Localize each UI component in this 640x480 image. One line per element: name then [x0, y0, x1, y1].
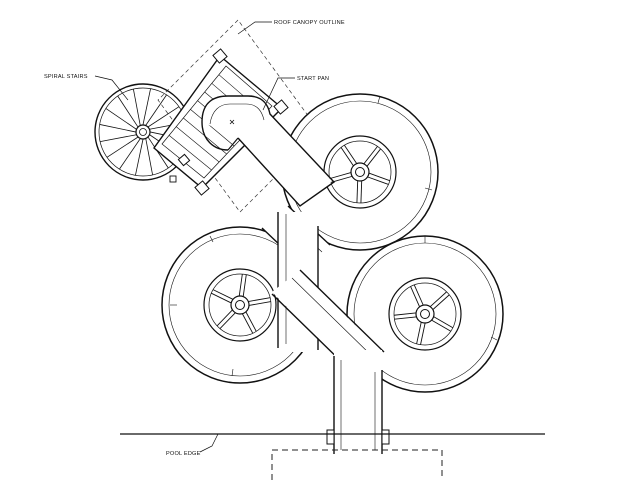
hub-spoke — [248, 301, 271, 307]
hub-spoke — [242, 274, 247, 298]
hub-spoke — [410, 286, 421, 308]
hub-core — [420, 309, 430, 319]
hub-spoke — [366, 148, 382, 168]
deck-board — [176, 126, 220, 163]
post-square — [177, 153, 191, 167]
hub-spoke — [431, 294, 450, 311]
stair-tread — [119, 138, 141, 170]
hub-spoke — [238, 273, 243, 297]
post-square — [194, 180, 210, 196]
stair-tread — [145, 94, 167, 126]
spiral-stairs — [94, 83, 192, 181]
post-square — [212, 48, 228, 64]
hub-spoke — [393, 312, 417, 316]
hub-spoke — [245, 310, 257, 332]
hub-spoke — [356, 179, 359, 203]
hub-spoke — [430, 319, 452, 332]
helix-hub — [393, 284, 454, 345]
hub-spoke — [241, 312, 254, 334]
hub-spoke — [219, 311, 237, 330]
support-footing — [381, 429, 390, 445]
stair-tread — [117, 95, 139, 128]
exit-runout — [326, 350, 390, 454]
stair-tread — [147, 106, 180, 128]
stair-tread — [99, 134, 137, 142]
pool-deck-outline — [271, 449, 443, 480]
hub-core — [355, 167, 365, 177]
hub-spoke — [432, 315, 454, 329]
hub-spoke — [420, 322, 426, 345]
hub-spoke — [368, 172, 390, 182]
hub-spoke — [216, 309, 234, 327]
hub-spoke — [366, 176, 389, 185]
helix-hub — [329, 144, 390, 204]
leader-lines — [94, 21, 295, 453]
hub-spoke — [362, 146, 378, 165]
deck-board — [190, 109, 235, 147]
start-pan-flume — [201, 95, 336, 207]
hub-core — [235, 300, 245, 310]
hub-spoke — [343, 144, 358, 165]
hub-spoke — [413, 284, 424, 307]
post-square — [273, 99, 289, 115]
stair-tread — [147, 136, 169, 169]
pool-edge-label: POOL EDGE — [166, 451, 201, 457]
hub-spoke — [329, 171, 352, 180]
hub-spoke — [247, 297, 271, 303]
roof-canopy-label: ROOF CANOPY OUTLINE — [274, 20, 345, 26]
start-pan-label: START PAN — [297, 76, 329, 82]
hub-spoke — [416, 321, 422, 345]
hub-ring — [415, 304, 435, 324]
stair-tread — [135, 138, 144, 176]
hub-ring — [230, 295, 250, 315]
hub-spoke — [330, 175, 353, 183]
stair-tread — [99, 124, 137, 133]
hub-spoke — [211, 292, 233, 304]
support-footing — [326, 429, 335, 445]
stair-tread — [133, 88, 141, 126]
stair-tread — [145, 138, 153, 176]
helix-hub — [211, 273, 271, 334]
hub-ring — [350, 162, 370, 182]
stair-tread — [142, 88, 151, 126]
stair-tread — [105, 108, 137, 130]
hub-spoke — [429, 291, 448, 308]
hub-spoke — [394, 316, 418, 320]
spiral-stairs-label: SPIRAL STAIRS — [44, 74, 88, 80]
hub-spoke — [340, 147, 355, 167]
hub-spoke — [212, 289, 234, 301]
hub-spoke — [360, 180, 363, 204]
deck-board — [168, 135, 212, 171]
stair-tread — [106, 136, 139, 158]
